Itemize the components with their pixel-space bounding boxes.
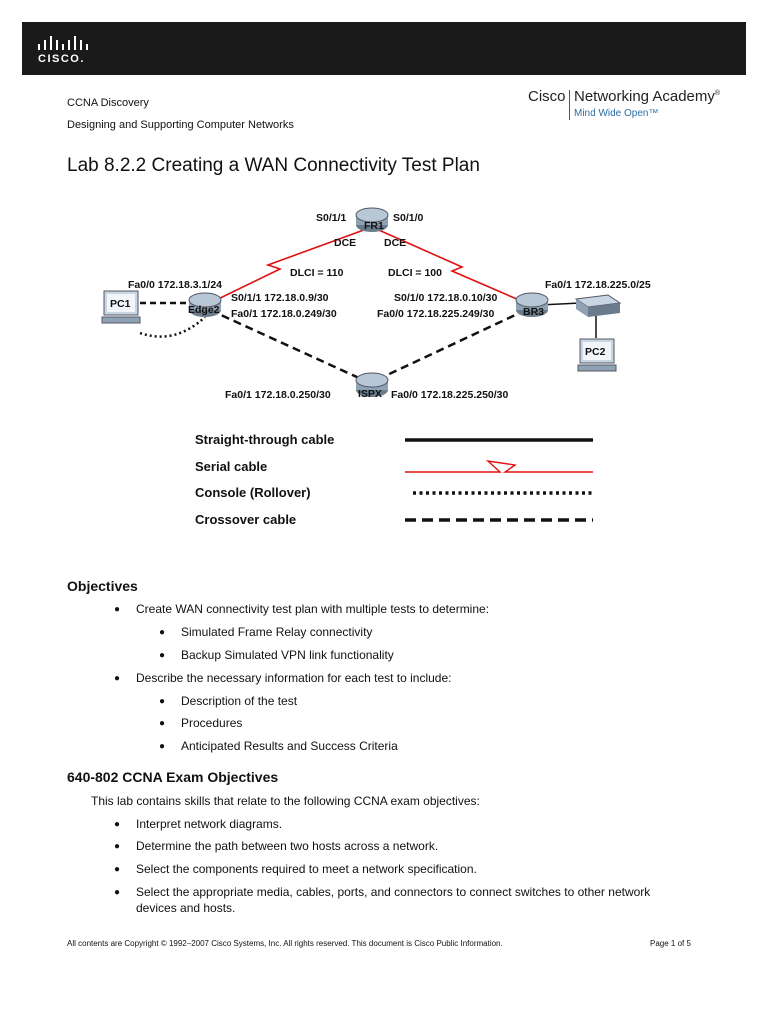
bullet: ● bbox=[159, 741, 166, 752]
cable-legend: Straight-through cable Serial cable Cons… bbox=[195, 432, 593, 527]
exam-item: Interpret network diagrams. bbox=[136, 817, 283, 831]
crossover-link-edge2-ispx bbox=[209, 308, 371, 385]
console-link-pc1-edge2 bbox=[139, 316, 206, 338]
footer-copyright: All contents are Copyright © 1992–2007 C… bbox=[67, 939, 503, 948]
router-edge2: Edge2 bbox=[188, 292, 222, 317]
label-edge2-s011: S0/1/1 172.18.0.9/30 bbox=[231, 292, 329, 304]
exam-item-continuation: devices and hosts. bbox=[136, 901, 236, 915]
bullet: ● bbox=[159, 718, 166, 729]
objective-item: Describe the necessary information for e… bbox=[136, 671, 452, 685]
label-dce-right: DCE bbox=[384, 237, 406, 249]
footer-page-number: Page 1 of 5 bbox=[650, 939, 691, 948]
bullet: ● bbox=[114, 673, 121, 684]
objective-subitem: Anticipated Results and Success Criteria bbox=[181, 739, 398, 753]
label-edge2-fa01: Fa0/1 172.18.0.249/30 bbox=[231, 308, 337, 320]
objective-item: Create WAN connectivity test plan with m… bbox=[136, 602, 490, 616]
pc1-icon: PC1 bbox=[101, 290, 141, 324]
label-dlci-110: DLCI = 110 bbox=[290, 267, 344, 279]
device-label-pc2: PC2 bbox=[585, 346, 606, 358]
bullet: ● bbox=[114, 864, 121, 875]
objective-subitem: Description of the test bbox=[181, 694, 298, 708]
cisco-wordmark: CISCO. bbox=[38, 53, 85, 65]
legend-serial-line bbox=[405, 459, 593, 473]
exam-item: Determine the path between two hosts acr… bbox=[136, 839, 439, 853]
device-label-fr1: FR1 bbox=[364, 220, 384, 232]
label-ispx-fa00: Fa0/0 172.18.225.250/30 bbox=[391, 389, 509, 401]
cisco-bars-icon bbox=[38, 36, 88, 50]
label-fr1-s011: S0/1/1 bbox=[316, 212, 347, 224]
router-br3: BR3 bbox=[515, 292, 549, 318]
label-br3-fa00: Fa0/0 172.18.225.249/30 bbox=[377, 308, 495, 320]
course-subtitle: Designing and Supporting Computer Networ… bbox=[67, 119, 294, 131]
label-br3-fa01: Fa0/1 172.18.225.0/25 bbox=[545, 279, 651, 291]
course-name: CCNA Discovery bbox=[67, 97, 149, 109]
objectives-heading: Objectives bbox=[67, 578, 138, 594]
page-title: Lab 8.2.2 Creating a WAN Connectivity Te… bbox=[67, 155, 480, 176]
label-br3-s010: S0/1/0 172.18.0.10/30 bbox=[394, 292, 497, 304]
exam-objectives-heading: 640-802 CCNA Exam Objectives bbox=[67, 769, 279, 785]
device-label-br3: BR3 bbox=[523, 306, 544, 318]
label-ispx-fa01: Fa0/1 172.18.0.250/30 bbox=[225, 389, 331, 401]
exam-intro: This lab contains skills that relate to … bbox=[91, 794, 480, 808]
label-edge2-fa00: Fa0/0 172.18.3.1/24 bbox=[128, 279, 222, 291]
label-dlci-100: DLCI = 100 bbox=[388, 267, 442, 279]
router-ispx: ISPX bbox=[355, 372, 389, 400]
bullet: ● bbox=[114, 887, 121, 898]
exam-item: Select the appropriate media, cables, po… bbox=[136, 885, 651, 899]
networking-academy-logo: Cisco Networking Academy® Mind Wide Open… bbox=[528, 88, 721, 120]
serial-link-edge2-fr1 bbox=[209, 226, 373, 304]
objective-subitem: Backup Simulated VPN link functionality bbox=[181, 648, 394, 662]
bullet: ● bbox=[159, 696, 166, 707]
switch-icon bbox=[574, 294, 622, 317]
cisco-header-banner: CISCO. bbox=[22, 22, 746, 75]
pc2-icon: PC2 bbox=[577, 338, 617, 372]
label-dce-left: DCE bbox=[334, 237, 356, 249]
objective-subitem: Procedures bbox=[181, 716, 243, 730]
legend-console: Console (Rollover) bbox=[195, 485, 311, 500]
bullet: ● bbox=[159, 650, 166, 661]
exam-item: Select the components required to meet a… bbox=[136, 862, 477, 876]
device-label-edge2: Edge2 bbox=[188, 304, 220, 316]
bullet: ● bbox=[114, 819, 121, 830]
network-topology-diagram: FR1 Edge2 BR3 ISPX PC1 PC2 S0/1/1 S0/ bbox=[101, 207, 651, 527]
serial-link-fr1-br3 bbox=[371, 226, 527, 304]
objective-subitem: Simulated Frame Relay connectivity bbox=[181, 625, 373, 639]
crossover-link-br3-ispx bbox=[369, 308, 527, 385]
bullet: ● bbox=[114, 604, 121, 615]
legend-crossover: Crossover cable bbox=[195, 512, 296, 527]
device-label-ispx: ISPX bbox=[358, 388, 382, 400]
label-fr1-s010: S0/1/0 bbox=[393, 212, 424, 224]
legend-serial: Serial cable bbox=[195, 459, 267, 474]
router-fr1: FR1 bbox=[355, 207, 389, 232]
bullet: ● bbox=[114, 841, 121, 852]
legend-straight-through: Straight-through cable bbox=[195, 432, 334, 447]
device-label-pc1: PC1 bbox=[110, 298, 131, 310]
bullet: ● bbox=[159, 627, 166, 638]
